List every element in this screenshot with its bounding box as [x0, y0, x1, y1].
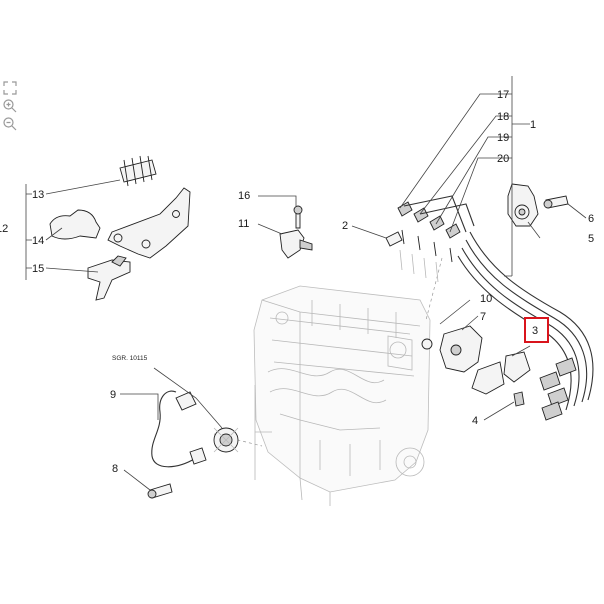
- callout-6[interactable]: 6: [588, 213, 594, 225]
- knock-sensor: [507, 183, 569, 227]
- bracket-assembly: [49, 155, 191, 301]
- ignition-module-group: [421, 325, 531, 407]
- callout-1[interactable]: 1: [530, 119, 536, 131]
- callout-14[interactable]: 14: [32, 235, 44, 247]
- callout-4[interactable]: 4: [472, 415, 478, 427]
- callout-20[interactable]: 20: [497, 153, 509, 165]
- callout-3[interactable]: 3: [532, 325, 538, 337]
- callout-19[interactable]: 19: [497, 132, 509, 144]
- callout-9[interactable]: 9: [110, 389, 116, 401]
- callout-11[interactable]: 11: [238, 218, 249, 230]
- crank-sensor: [147, 390, 239, 499]
- callout-17[interactable]: 17: [497, 89, 509, 101]
- callout-10[interactable]: 10: [480, 293, 492, 305]
- callout-2[interactable]: 2: [342, 220, 348, 232]
- callout-15[interactable]: 15: [32, 263, 44, 275]
- zoom-out-icon[interactable]: [2, 116, 18, 132]
- fullscreen-icon[interactable]: [2, 80, 18, 96]
- reference-label: SGR. 10115: [112, 355, 148, 362]
- callout-7[interactable]: 7: [480, 311, 486, 323]
- highlight-box-part-3[interactable]: [524, 317, 549, 343]
- camshaft-sensor: [279, 205, 313, 259]
- callout-13[interactable]: 13: [32, 189, 44, 201]
- zoom-in-icon[interactable]: [2, 98, 18, 114]
- callouts: 12 13 14 15 16 11 2 17 18 19 20 1 6 5 10…: [0, 89, 594, 475]
- callout-5[interactable]: 5: [588, 233, 594, 245]
- engine-block-ghost: [253, 285, 431, 506]
- callout-16[interactable]: 16: [238, 190, 250, 202]
- leader-lines: [25, 76, 587, 491]
- callout-18[interactable]: 18: [497, 111, 509, 123]
- callout-8[interactable]: 8: [112, 463, 118, 475]
- callout-12[interactable]: 12: [0, 223, 8, 235]
